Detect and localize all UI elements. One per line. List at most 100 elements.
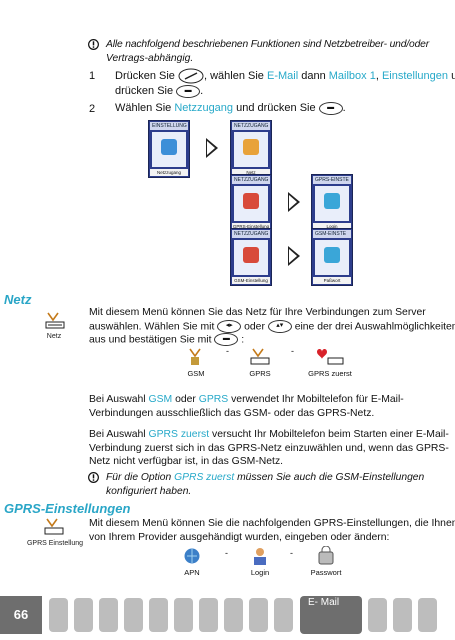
phone-key-icon xyxy=(178,68,204,84)
phone-screen: GPRS-EINSTE Login xyxy=(311,174,353,232)
ok-key-icon: ▬ xyxy=(318,101,343,115)
option-label: Login xyxy=(250,568,270,577)
screen-title: GSM-EINSTE xyxy=(313,230,351,238)
note-text: Für die Option xyxy=(106,472,172,483)
step-number: 1 xyxy=(89,70,96,82)
paragraph-text: auswählen. Wählen Sie mit xyxy=(89,320,215,332)
footer-tab xyxy=(224,598,243,632)
step-text: und drücken Sie xyxy=(236,102,316,114)
phone-screen: NETZZUGANG GPRS-Einstellung xyxy=(230,174,272,232)
menu-term: E-Mail xyxy=(266,69,299,82)
screen-title: GPRS-EINSTE xyxy=(313,176,351,184)
phone-screen: EINSTELLUNG Netzzugang xyxy=(148,120,190,178)
paragraph-text: Bei Auswahl xyxy=(89,429,146,440)
menu-icon xyxy=(243,193,259,209)
note-line: Alle nachfolgend beschriebenen Funktione… xyxy=(106,39,430,50)
note-line: konfiguriert haben. xyxy=(106,485,192,497)
phone-screen: NETZZUGANG GSM-Einstellung xyxy=(230,228,272,286)
separator: - xyxy=(226,346,229,356)
screen-caption: Netz xyxy=(232,169,270,176)
paragraph-line: Verbindung zuerst sich in das GPRS-Netz … xyxy=(89,442,449,454)
screen-caption: Login xyxy=(313,223,351,230)
section-title-gprs: GPRS-Einstellungen xyxy=(4,501,131,516)
menu-term: Mailbox 1 xyxy=(328,69,376,82)
footer-tab xyxy=(49,598,68,632)
gprs-icon xyxy=(250,348,270,365)
menu-term: GPRS zuerst xyxy=(148,429,210,440)
menu-term: GPRS xyxy=(198,394,229,405)
footer-tab xyxy=(393,598,412,632)
step-text: , wählen Sie xyxy=(203,69,264,82)
option-label: GPRS zuerst xyxy=(308,369,352,378)
step-text: drücken Sie xyxy=(115,85,174,97)
page-number: 66 xyxy=(0,596,42,634)
screen-caption: Paßwort xyxy=(313,277,351,284)
paragraph-text: : xyxy=(241,334,245,346)
step-2: Wählen Sie Netzzugang und drücken Sie ▬. xyxy=(115,101,346,115)
ok-key-icon: ▬ xyxy=(176,84,201,98)
info-icon xyxy=(88,39,99,50)
paragraph-line: Mit diesem Menü können Sie die nachfolge… xyxy=(89,518,455,529)
menu-term: GSM xyxy=(148,394,173,405)
footer-tab xyxy=(149,598,168,632)
paragraph-text: oder xyxy=(175,394,196,405)
left-key-icon: ◂▸ xyxy=(217,319,242,333)
menu-term: Einstellungen xyxy=(381,69,449,82)
info-icon xyxy=(88,472,99,483)
step-1: Drücken Sie , wählen Sie E-Mail dann Mai… xyxy=(115,68,455,99)
screen-caption: GSM-Einstellung xyxy=(232,277,270,284)
footer-tab xyxy=(249,598,268,632)
step-text: dann xyxy=(301,69,326,82)
section-title-netz: Netz xyxy=(4,292,32,307)
menu-icon xyxy=(324,247,340,263)
option-label: GPRS xyxy=(249,369,271,378)
footer-tab xyxy=(199,598,218,632)
step-text: Drücken Sie xyxy=(115,69,175,82)
arrow-icon xyxy=(288,246,300,266)
note-text: müssen Sie auch die GSM-Einstellungen xyxy=(237,472,425,483)
arrow-icon xyxy=(206,138,218,158)
separator: - xyxy=(290,548,293,558)
paragraph-text: versucht Ihr Mobiltelefon beim Starten e… xyxy=(212,429,449,440)
screen-title: NETZZUGANG xyxy=(232,122,270,130)
paragraph-text: eine der drei Auswahlmöglichkeiten xyxy=(294,320,455,332)
option-label: GSM xyxy=(187,369,205,378)
separator: - xyxy=(291,346,294,356)
menu-icon xyxy=(243,139,259,155)
menu-icon xyxy=(243,247,259,263)
option-label: Passwort xyxy=(310,568,342,577)
phone-screen: NETZZUGANG Netz xyxy=(230,120,272,178)
netz-icon xyxy=(45,312,65,329)
paragraph-line: Mit diesem Menü können Sie das Netz für … xyxy=(89,307,426,318)
footer-tab xyxy=(174,598,193,632)
footer-tab xyxy=(99,598,118,632)
screen-title: NETZZUGANG xyxy=(232,176,270,184)
paragraph-text: aus und bestätigen Sie mit xyxy=(89,334,212,346)
screen-title: EINSTELLUNG xyxy=(150,122,188,130)
arrow-icon xyxy=(288,192,300,212)
netz-paragraph-1: Mit diesem Menü können Sie das Netz für … xyxy=(89,306,455,347)
separator: - xyxy=(225,548,228,558)
option-label: APN xyxy=(184,568,200,577)
note-line: Vertrags-abhängig. xyxy=(106,52,194,64)
footer-tab xyxy=(418,598,437,632)
chapter-tab: E- Mail xyxy=(300,596,362,634)
password-icon xyxy=(318,546,334,565)
netz-paragraph-3: Bei Auswahl GPRS zuerst versucht Ihr Mob… xyxy=(89,428,449,469)
footer-tab xyxy=(124,598,143,632)
paragraph-text: oder xyxy=(244,320,265,332)
screen-caption: GPRS-Einstellung xyxy=(232,223,270,230)
menu-icon xyxy=(161,139,177,155)
footer-tab xyxy=(368,598,387,632)
footer-tab xyxy=(274,598,293,632)
gprs-first-icon xyxy=(317,349,344,365)
right-key-icon: ▴▾ xyxy=(267,319,292,333)
paragraph-line: von Ihrem Provider ausgehändigt wurden, … xyxy=(89,531,390,543)
step-text: und xyxy=(451,69,455,82)
menu-term: GPRS zuerst xyxy=(174,472,235,483)
step-text: Wählen Sie xyxy=(115,102,172,114)
ok-key-icon: ▬ xyxy=(214,333,239,347)
paragraph-line: Netz nicht verfügbar ist, in das GSM-Net… xyxy=(89,456,284,467)
note-intro: Alle nachfolgend beschriebenen Funktione… xyxy=(106,38,436,65)
screen-title: NETZZUGANG xyxy=(232,230,270,238)
